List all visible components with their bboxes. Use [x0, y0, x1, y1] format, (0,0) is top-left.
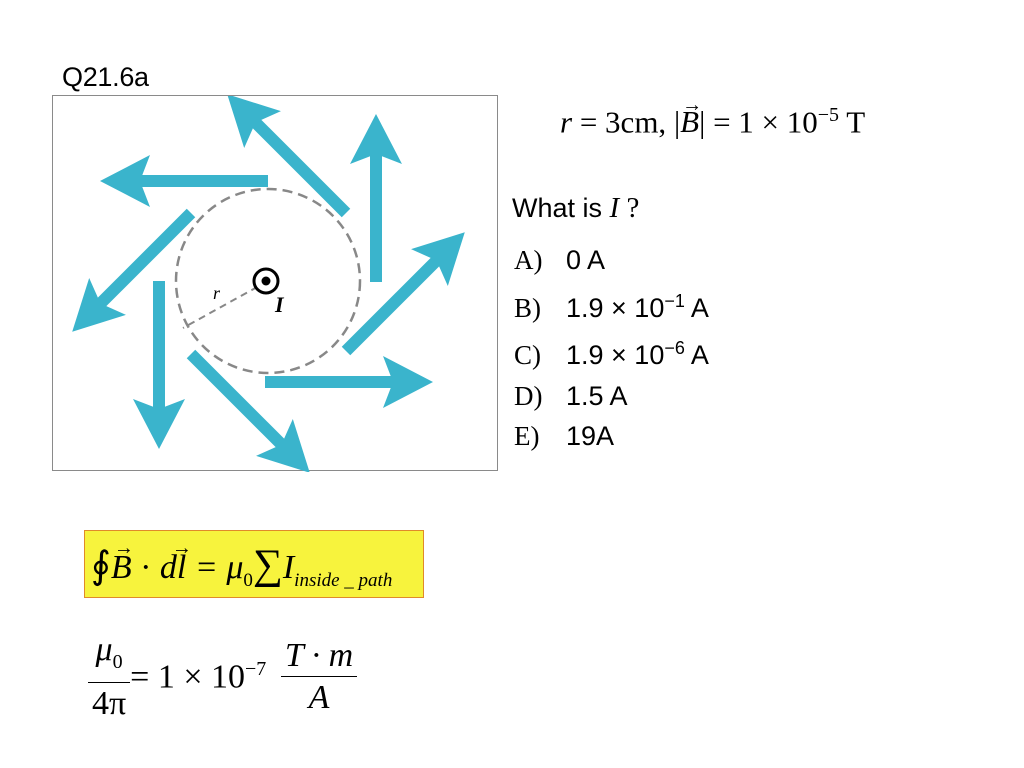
current-var: I: [282, 549, 295, 586]
b-unit: T: [839, 104, 866, 140]
mu-constant: μ0 4π = 1 × 10−7 T · m A: [88, 630, 358, 725]
amperian-loop: [174, 187, 362, 375]
current-label: I: [274, 292, 285, 317]
equals-mu: = μ: [186, 549, 244, 586]
mu-subscript: 0: [243, 569, 253, 591]
mu-numerator: μ0: [88, 630, 131, 683]
r-value: = 3cm,: [572, 104, 674, 140]
field-arrow-8: [53, 194, 210, 351]
current-symbol-dot: [261, 276, 271, 286]
r-variable: r: [560, 104, 573, 140]
unit-fraction: T · m A: [280, 636, 358, 719]
radius-line: [182, 280, 269, 329]
field-arrow-2: [208, 96, 365, 232]
slide-title: Q21.6a: [62, 62, 149, 92]
b-value: = 1 × 10: [705, 104, 818, 140]
radius-label: r: [213, 283, 221, 303]
vector-arrow-icon: →: [171, 537, 192, 559]
b-vector: →B: [680, 94, 702, 140]
b-vector-eq: →B: [110, 537, 134, 586]
choice-c[interactable]: C)1.9 × 10−6 A: [514, 338, 709, 370]
magnetic-field-figure: r I: [52, 95, 498, 472]
choice-d[interactable]: D)1.5 A: [514, 380, 628, 411]
vector-arrow-icon: →: [682, 94, 703, 117]
question-text: What is I ?: [512, 192, 639, 225]
question-suffix: ?: [619, 192, 640, 224]
vector-arrow-icon: →: [113, 537, 134, 559]
choice-a[interactable]: A)0 A: [514, 245, 606, 275]
dot-operator: ·: [131, 549, 160, 586]
unit-denominator: A: [308, 678, 330, 716]
abs-open: |: [673, 104, 681, 140]
choice-b[interactable]: B)1.9 × 10−1 A: [514, 290, 709, 323]
mu-denominator: 4π: [92, 684, 127, 722]
choice-e[interactable]: E)19A: [514, 421, 615, 451]
dl-vector: →dl: [159, 537, 192, 586]
answer-choices: A)0 A B)1.9 × 10−1 A C)1.9 × 10−6 A D)1.…: [514, 240, 709, 457]
current-subscript: inside _ path: [294, 569, 393, 591]
question-prefix: What is: [512, 193, 610, 223]
field-arrow-1: [100, 155, 268, 207]
given-values: r = 3cm, |→B| = 1 × 10−5 T: [560, 94, 866, 140]
field-arrow-7: [133, 281, 185, 449]
b-variable: B: [680, 104, 700, 140]
sum-icon: ∑: [252, 542, 283, 588]
question-variable: I: [609, 192, 620, 224]
amperes-law-equation: ∮→B · →dl = μ0∑Iinside _ path: [91, 537, 393, 592]
field-arrow-4: [327, 213, 484, 370]
unit-numerator: T · m: [280, 636, 358, 677]
b-exponent: −5: [817, 104, 840, 126]
mu-over-4pi: μ0 4π: [88, 630, 131, 725]
amperes-law-box: ∮→B · →dl = μ0∑Iinside _ path: [84, 530, 424, 598]
field-arrow-6: [172, 335, 329, 472]
contour-integral-icon: ∮: [91, 545, 111, 587]
constant-value: = 1 × 10−7: [130, 658, 267, 696]
field-diagram: r I: [53, 96, 484, 472]
abs-close: |: [699, 104, 706, 140]
field-arrow-5: [265, 356, 433, 408]
